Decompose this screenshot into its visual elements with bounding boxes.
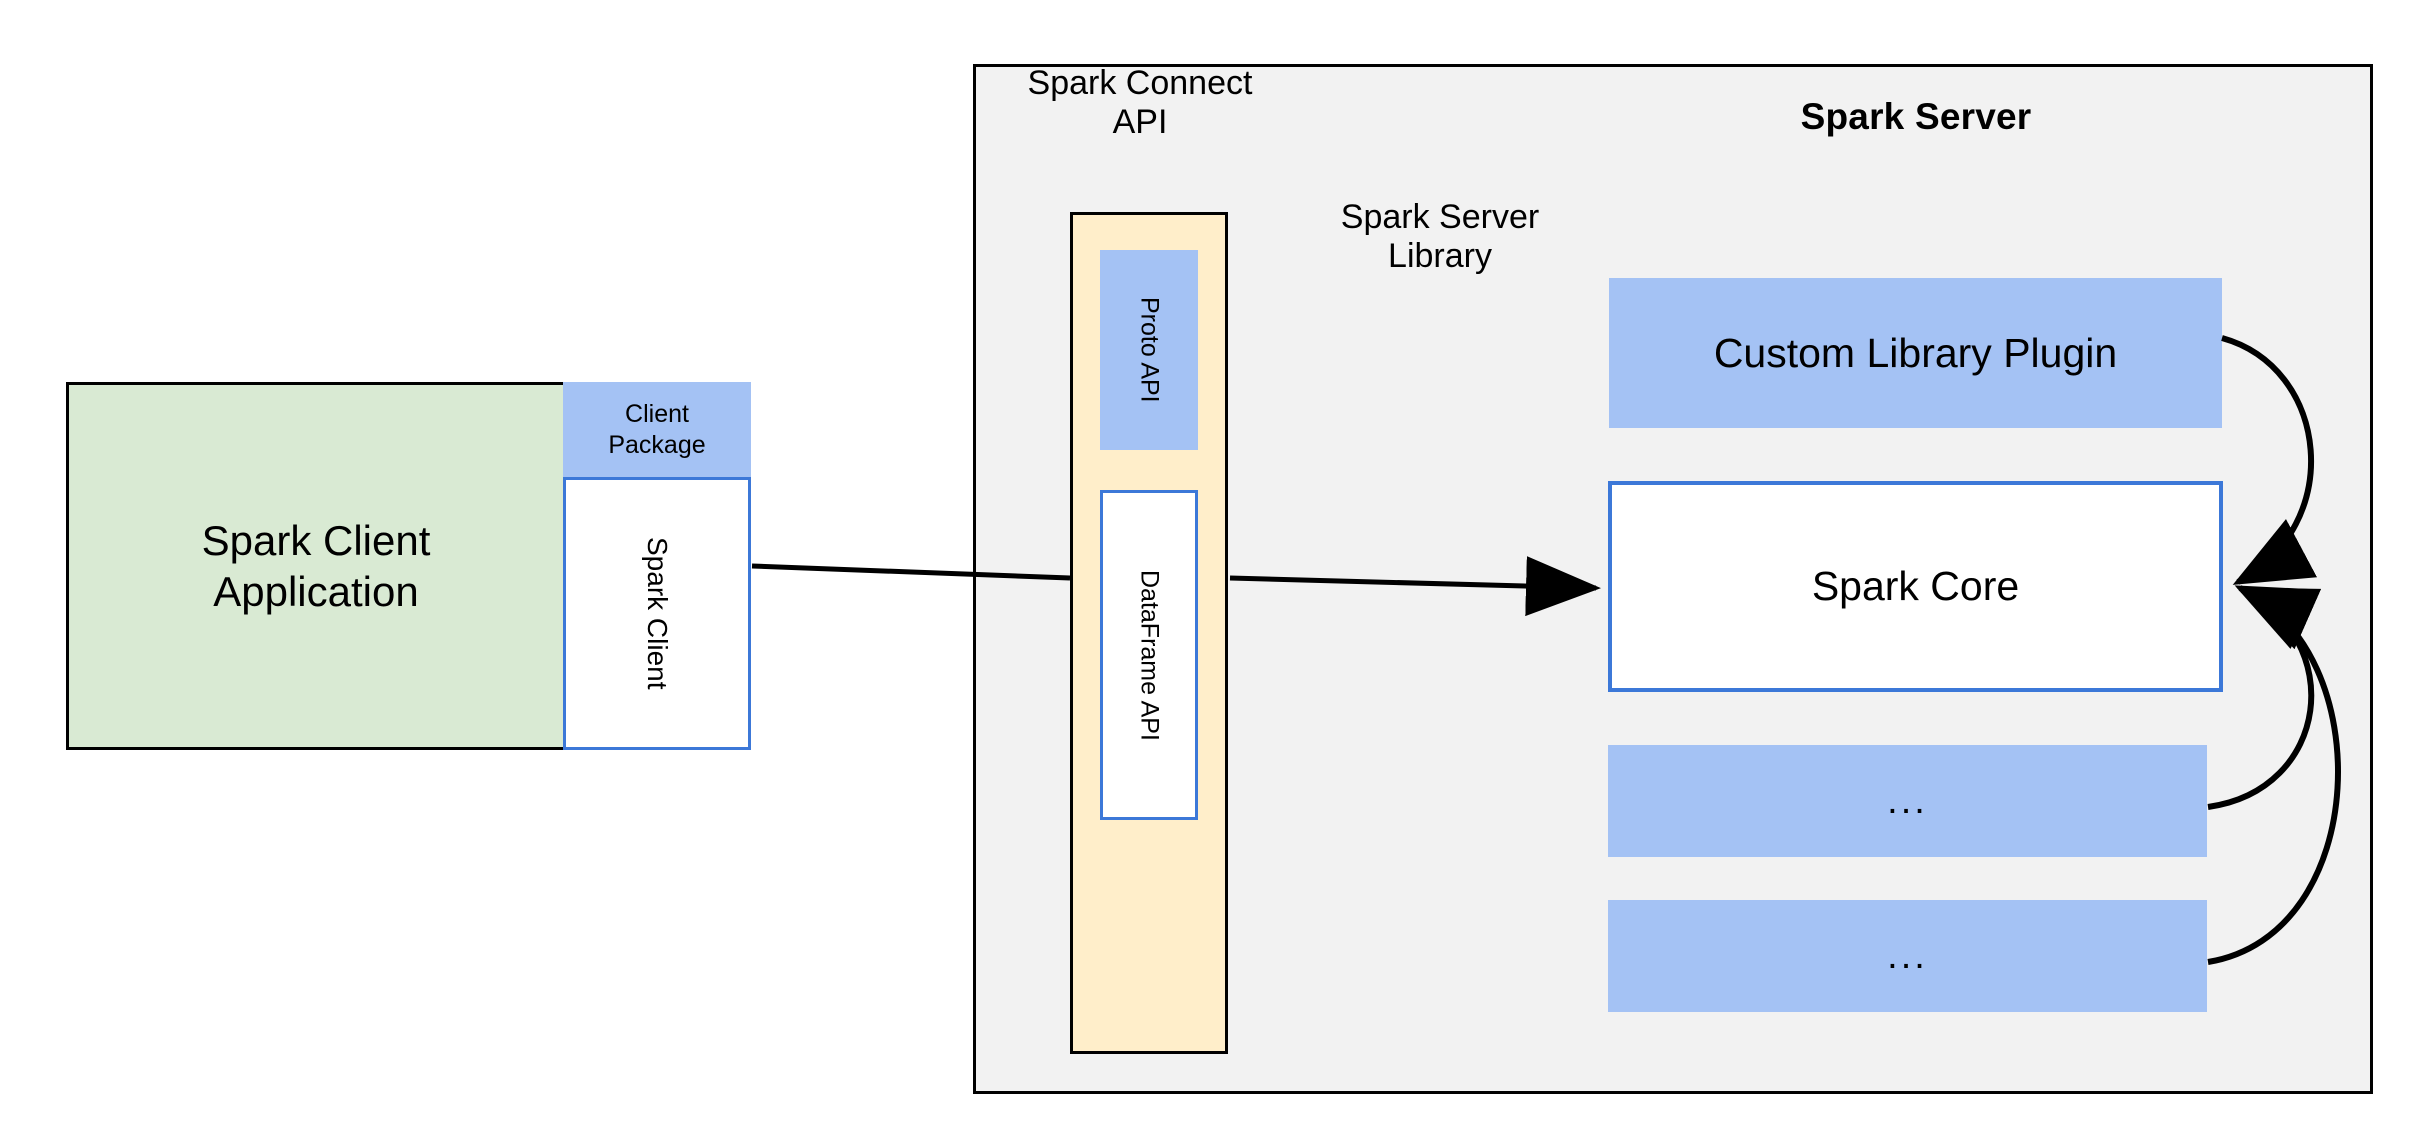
spark-core-box[interactable]: Spark Core (1608, 481, 2223, 692)
custom-library-plugin-box[interactable]: Custom Library Plugin (1609, 278, 2222, 428)
spark-connect-api-label: Spark Connect API (1027, 64, 1253, 142)
spark-client-label: Spark Client (642, 537, 673, 690)
ellipsis-box-2[interactable]: ... (1608, 900, 2207, 1012)
spark-server-library-label: Spark Server Library (1340, 198, 1540, 276)
proto-api-box[interactable]: Proto API (1100, 250, 1198, 450)
spark-client-application-box[interactable]: Spark Client Application (66, 382, 566, 750)
proto-api-label: Proto API (1135, 297, 1164, 403)
spark-server-title: Spark Server (1800, 96, 2032, 137)
spark-client-box[interactable]: Spark Client (563, 477, 751, 750)
ellipsis-box-1[interactable]: ... (1608, 745, 2207, 857)
client-package-box[interactable]: Client Package (563, 382, 751, 477)
dataframe-api-box[interactable]: DataFrame API (1100, 490, 1198, 820)
dataframe-api-label: DataFrame API (1135, 569, 1164, 741)
